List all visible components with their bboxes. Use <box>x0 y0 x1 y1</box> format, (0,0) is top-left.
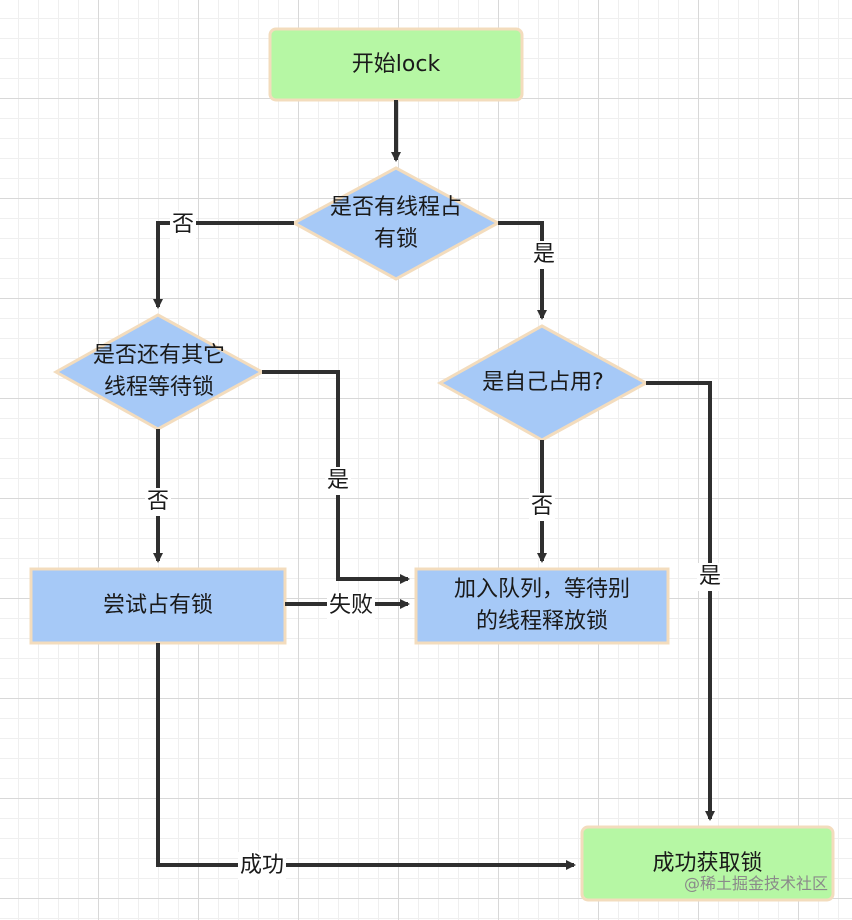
edge-label-waiting-no: 否 <box>144 488 172 516</box>
watermark: @稀土掘金技术社区 <box>683 874 828 893</box>
edge-held-yes <box>498 221 547 320</box>
enqueue-node: 加入队列，等待别 的线程释放锁 <box>416 569 668 643</box>
decision-self-owned-label: 是自己占用? <box>482 370 604 395</box>
enqueue-label-line1: 加入队列，等待别 <box>453 577 630 602</box>
edge-label-try-fail: 失败 <box>326 592 376 620</box>
edge-label-waiting-yes: 是 <box>324 467 352 495</box>
decision-others-waiting-label-line2: 线程等待锁 <box>103 375 214 400</box>
edge-label-held-yes: 是 <box>530 241 558 269</box>
decision-lock-held: 是否有线程占 有锁 <box>294 168 498 279</box>
decision-lock-held-label-line2: 有锁 <box>373 226 418 252</box>
decision-self-owned: 是自己占用? <box>440 326 646 440</box>
edge-label-held-no: 否 <box>169 211 197 239</box>
try-acquire-node: 尝试占有锁 <box>31 569 285 643</box>
edge-label-self-no: 否 <box>528 493 556 521</box>
decision-others-waiting-label-line1: 是否还有其它 <box>92 343 225 368</box>
decision-lock-held-label-line1: 是否有线程占 <box>329 194 462 220</box>
success-label: 成功获取锁 <box>652 850 763 876</box>
edge-label-try-success: 成功 <box>237 852 287 880</box>
try-acquire-label: 尝试占有锁 <box>102 593 213 618</box>
edge-held-no <box>153 221 294 309</box>
decision-lock-held-shape <box>290 166 502 281</box>
success-node-shape <box>580 825 835 902</box>
decision-others-waiting: 是否还有其它 线程等待锁 <box>56 315 262 429</box>
edge-label-self-yes: 是 <box>696 563 724 591</box>
start-node: 开始lock <box>270 29 522 100</box>
enqueue-label-line2: 的线程释放锁 <box>475 609 608 634</box>
success-node: 成功获取锁 <box>582 827 833 900</box>
edge-self-yes <box>646 381 715 821</box>
start-label: 开始lock <box>351 51 441 77</box>
enqueue-node-shape <box>414 567 670 645</box>
edge-try-success <box>156 643 576 870</box>
